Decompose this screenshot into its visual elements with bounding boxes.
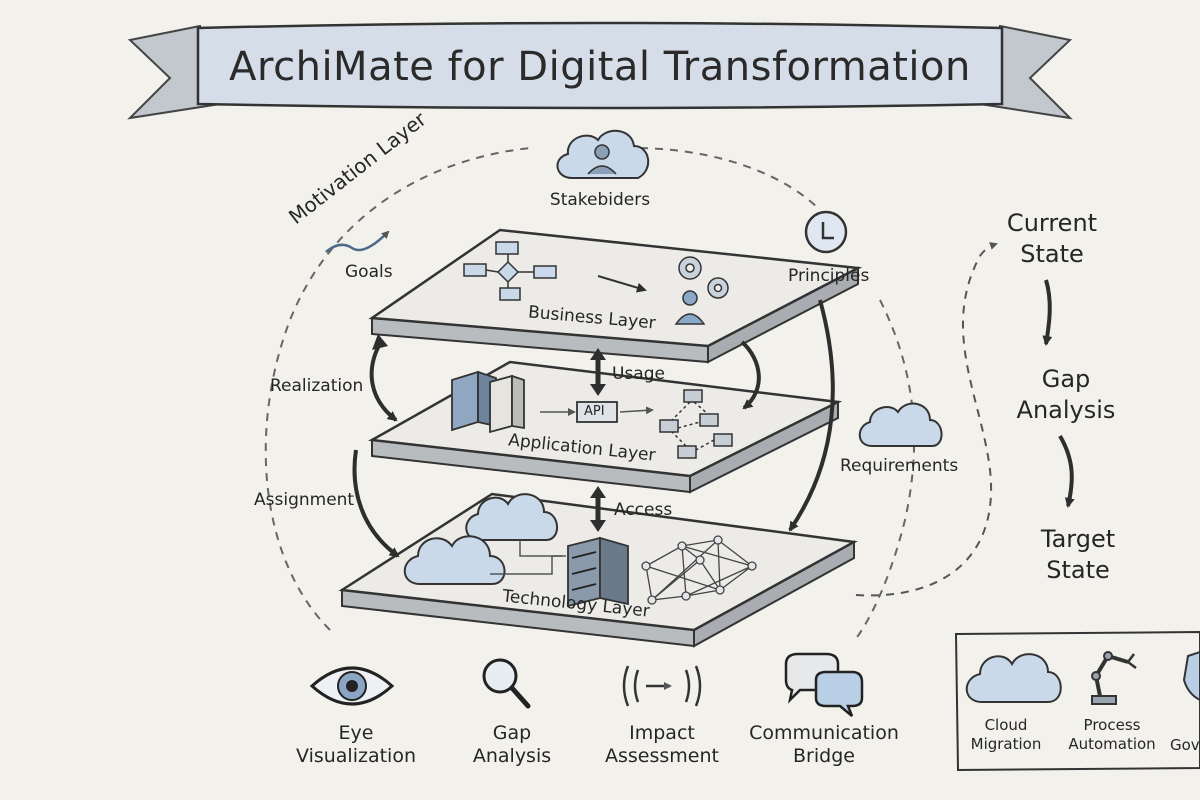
application-components-icon: [659, 389, 733, 459]
stakeholders-label: Stakebiders: [549, 190, 651, 210]
speech-bubbles-icon: [784, 652, 864, 717]
page-title: ArchiMate for Digital Transformation: [229, 44, 971, 90]
assignment-arrow: [352, 449, 400, 558]
technology-layer-plate: [338, 492, 858, 648]
legend-box: [954, 630, 1200, 772]
stakeholders-icon: [556, 130, 649, 179]
application-server-icon: [451, 370, 525, 434]
state-loop-dashed-arrow: [855, 242, 998, 597]
business-to-application-arrow: [740, 340, 761, 410]
network-mesh-icon: [641, 535, 757, 605]
robot-arm-icon: [1091, 651, 1137, 705]
magnifier-icon: [482, 658, 531, 709]
business-actor-icon: [674, 290, 706, 325]
goals-icon: [325, 230, 390, 253]
business-layer-plate: [368, 228, 863, 364]
requirements-cloud-icon: [858, 402, 943, 447]
gears-icon: [678, 256, 729, 299]
title-banner: [127, 21, 1073, 120]
business-process-icon: [463, 241, 557, 301]
api-box: [576, 401, 618, 423]
motivation-boundary: [264, 147, 916, 641]
requirements-label: Requirements: [840, 456, 959, 476]
access-label: Access: [614, 500, 673, 520]
access-arrow: [590, 486, 606, 532]
gov-label: Gov: [1170, 736, 1200, 754]
assignment-label: Assignment: [254, 490, 355, 510]
usage-arrow: [590, 348, 606, 396]
realization-arrow: [369, 338, 398, 422]
tech-server-icon: [567, 536, 629, 608]
gap-to-target-arrow: [1058, 434, 1075, 508]
tech-cloud-icon: [465, 493, 558, 541]
principles-icon: [804, 210, 848, 254]
cloud-icon: [965, 653, 1062, 703]
principles-label: Principles: [788, 266, 870, 286]
tech-cloud-icon-2: [403, 535, 506, 585]
signal-icon: [622, 665, 702, 707]
current-to-gap-arrow: [1042, 279, 1053, 346]
api-label: API: [584, 404, 605, 419]
principles-to-technology-arrow: [788, 299, 835, 532]
eye-icon: [309, 666, 395, 706]
application-layer-plate: [368, 360, 843, 494]
usage-label: Usage: [612, 364, 665, 384]
goals-label: Goals: [345, 262, 393, 282]
realization-label: Realization: [270, 376, 364, 396]
